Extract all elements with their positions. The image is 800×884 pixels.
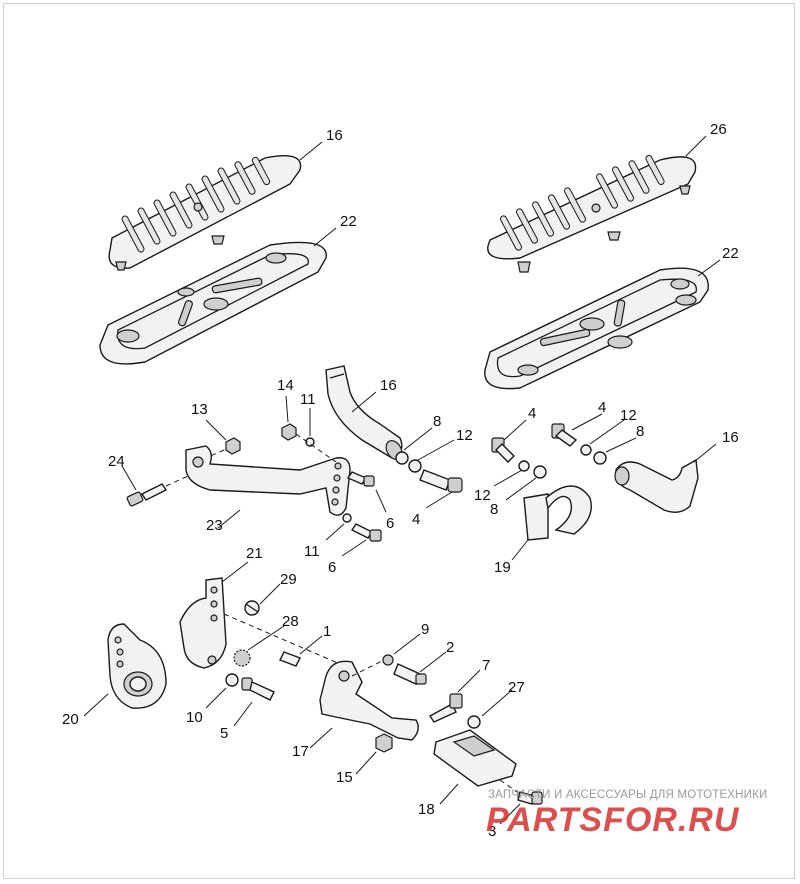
- watermark-tagline: ЗАПЧАСТИ И АКСЕССУАРЫ ДЛЯ МОТОТЕХНИКИ: [488, 789, 768, 801]
- part-8-washer-right-a: [533, 465, 547, 479]
- callout-label: 18: [418, 801, 435, 818]
- callout-label: 2: [446, 639, 454, 656]
- diagram-frame: [3, 3, 795, 879]
- part-4-bolt-right-a: [491, 437, 515, 463]
- callout-label: 4: [528, 405, 536, 422]
- callout-label: 23: [206, 517, 223, 534]
- part-3-bolt: [517, 791, 543, 805]
- part-13-nut: [225, 437, 241, 455]
- callout-label: 16: [380, 377, 397, 394]
- watermark-brand: PARTSFOR.RU: [486, 801, 740, 839]
- callout-label: 29: [280, 571, 297, 588]
- callout-label: 16: [722, 429, 739, 446]
- callout-label: 1: [323, 623, 331, 640]
- callout-label: 7: [482, 657, 490, 674]
- part-24-bolt: [126, 483, 168, 507]
- part-1-pin: [279, 651, 301, 667]
- callout-label: 22: [340, 213, 357, 230]
- callout-label: 21: [246, 545, 263, 562]
- callout-label: 3: [488, 823, 496, 840]
- callout-label: 12: [620, 407, 637, 424]
- callout-label: 26: [710, 121, 727, 138]
- callout-label: 6: [386, 515, 394, 532]
- part-25-left-pad: [108, 155, 302, 271]
- part-17-pedal-arm: [319, 660, 419, 741]
- callout-label: 8: [490, 501, 498, 518]
- callout-label: 9: [421, 621, 429, 638]
- callout-label: 12: [456, 427, 473, 444]
- callout-label: 19: [494, 559, 511, 576]
- part-6-bolt-lower: [350, 523, 382, 542]
- callout-label: 13: [191, 401, 208, 418]
- callout-label: 11: [300, 391, 316, 408]
- part-9-washer: [382, 654, 394, 666]
- part-4-bolt-right-b: [551, 423, 578, 447]
- callout-label: 5: [220, 725, 228, 742]
- part-7-bolt: [428, 693, 463, 723]
- part-23-bracket: [185, 445, 351, 516]
- part-26-right-pad: [487, 155, 697, 273]
- part-22-right-floorboard: [484, 267, 709, 390]
- part-5-bolt: [241, 677, 275, 701]
- part-14-nut: [281, 423, 297, 441]
- part-28-gear: [233, 649, 251, 667]
- callout-label: 4: [412, 511, 420, 528]
- part-12-washer-right-b: [580, 444, 592, 456]
- part-16-right-tube: [614, 458, 699, 513]
- part-12-washer-right-a: [518, 460, 530, 472]
- part-29-screw: [244, 600, 260, 616]
- callout-label: 24: [108, 453, 125, 470]
- part-11-washer-lower: [342, 513, 352, 523]
- callout-label: 15: [336, 769, 353, 786]
- callout-label: 28: [282, 613, 299, 630]
- part-27-washer: [467, 715, 481, 729]
- callout-label: 12: [474, 487, 491, 504]
- part-4-bolt-left: [419, 469, 463, 493]
- part-10-washer: [225, 673, 239, 687]
- callout-label: 8: [433, 413, 441, 430]
- callout-label: 10: [186, 709, 203, 726]
- callout-label: 17: [292, 743, 309, 760]
- callout-label: 22: [722, 245, 739, 262]
- part-18-pedal-pad: [433, 729, 517, 787]
- callout-label: 20: [62, 711, 79, 728]
- part-15-nut: [375, 733, 393, 753]
- part-2-bolt: [393, 663, 427, 685]
- part-21-lever: [179, 577, 227, 669]
- leader-lines: [83, 135, 721, 825]
- callout-label: 8: [636, 423, 644, 440]
- callout-label: 4: [598, 399, 606, 416]
- callout-label: 16: [326, 127, 343, 144]
- part-8-washer-right-b: [593, 451, 607, 465]
- callout-label: 11: [304, 543, 320, 560]
- part-12-washer-left: [408, 459, 422, 473]
- callout-label: 27: [508, 679, 525, 696]
- part-6-bolt-upper: [346, 471, 375, 487]
- part-22-left-floorboard: [99, 241, 327, 365]
- part-19-bracket: [523, 485, 592, 541]
- part-11-washer-upper: [305, 437, 315, 447]
- callout-label: 6: [328, 559, 336, 576]
- callout-label: 14: [277, 377, 294, 394]
- part-8-washer-left: [395, 451, 409, 465]
- callout-labels: 16 22 26 22 24 13 14 11 16 8 12 4 4 12 8…: [62, 121, 739, 840]
- part-20-housing: [107, 623, 167, 709]
